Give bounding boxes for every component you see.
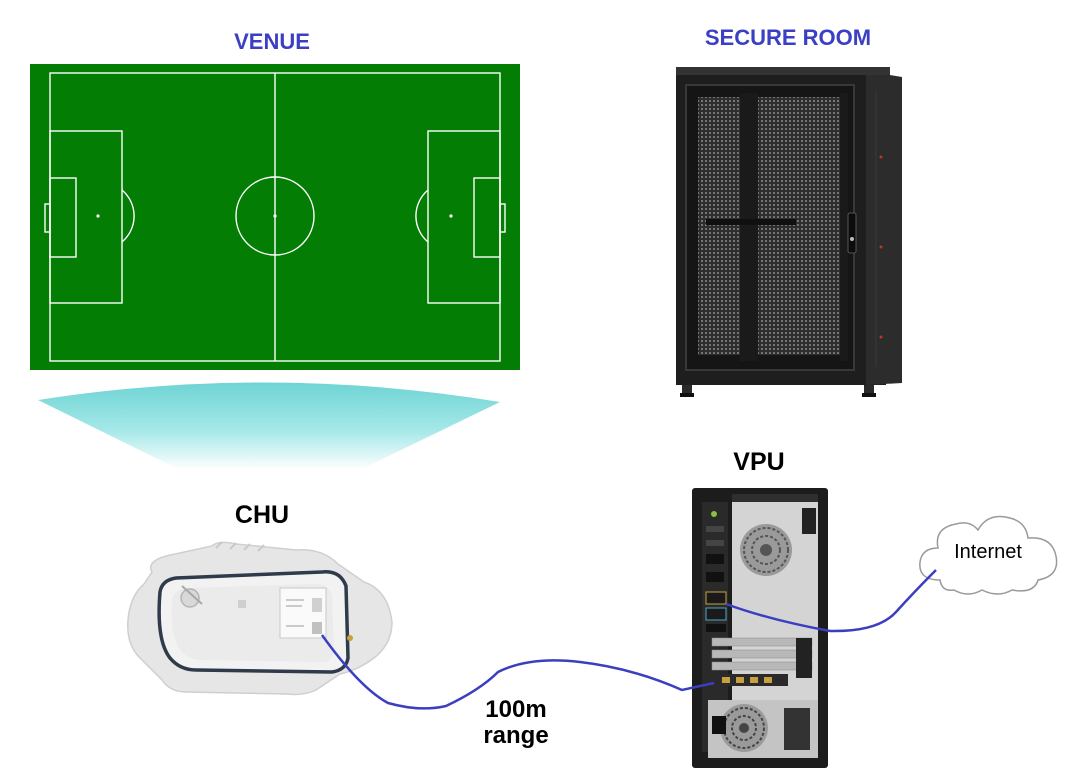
secure-room-title: SECURE ROOM xyxy=(704,25,872,50)
camera-head-unit-icon xyxy=(127,541,393,696)
camera-coverage-icon xyxy=(38,382,500,470)
range-unit: range xyxy=(483,722,549,749)
range-value: 100m xyxy=(485,696,547,723)
venue-title: VENUE xyxy=(234,29,310,54)
cloud-icon xyxy=(919,515,1058,595)
soccer-pitch-icon xyxy=(30,64,520,370)
internet-label: Internet xyxy=(954,541,1022,563)
server-rack-icon xyxy=(676,67,902,397)
chu-label: CHU xyxy=(234,501,290,529)
vpu-label: VPU xyxy=(733,448,785,476)
range-label: 100m range xyxy=(483,697,548,749)
tower-pc-icon xyxy=(692,488,828,768)
